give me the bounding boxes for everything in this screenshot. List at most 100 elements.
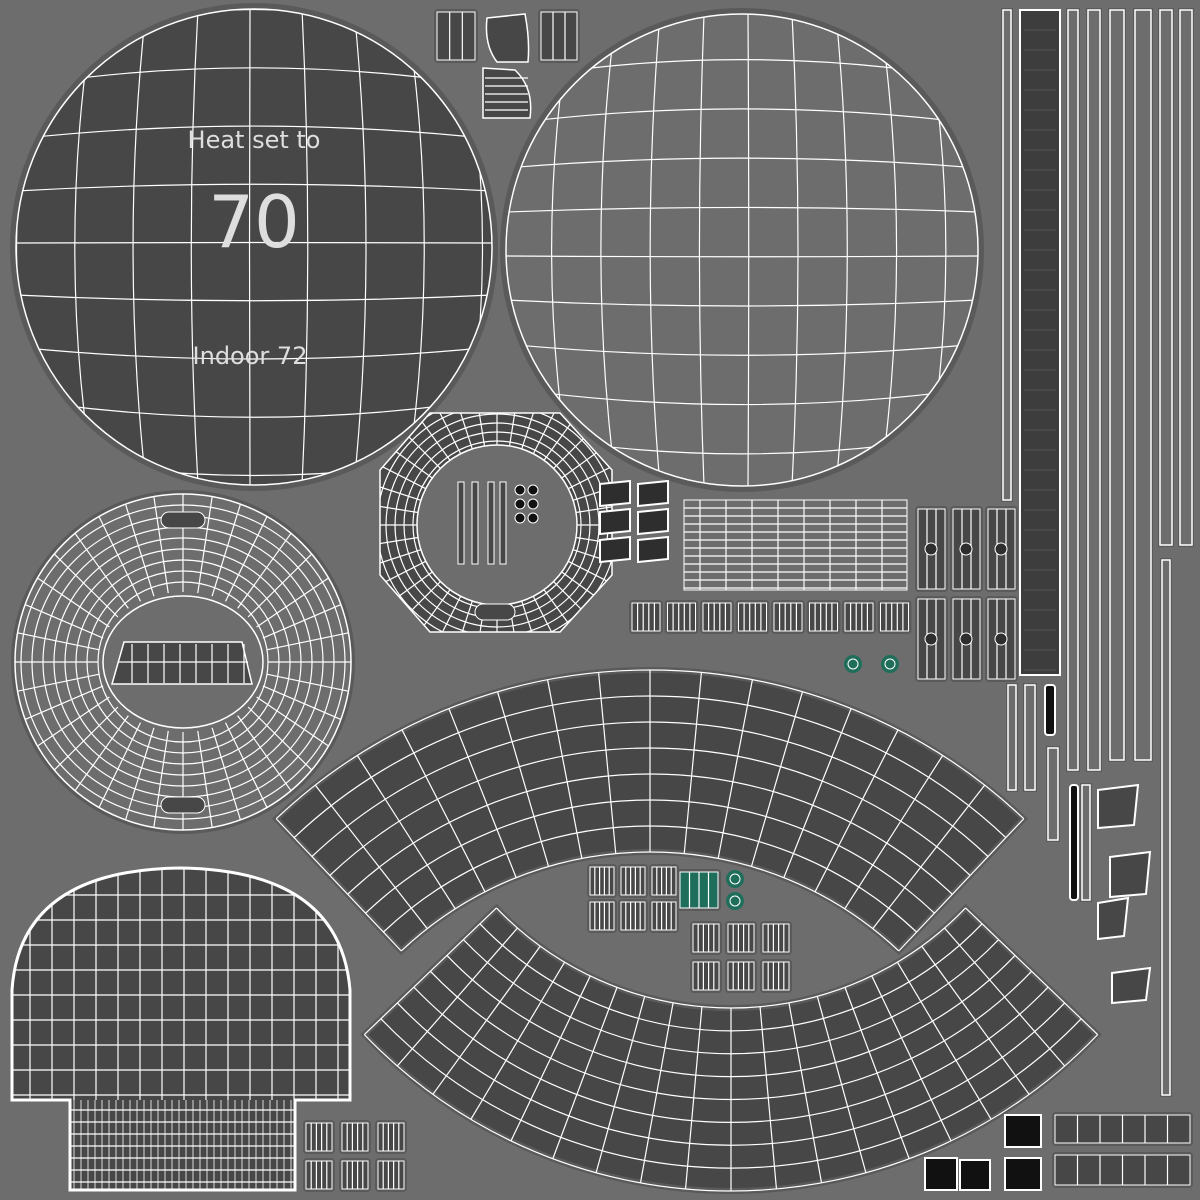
ring-spoke <box>266 632 349 651</box>
grid-spoke <box>944 927 1066 1067</box>
latch-island <box>1004 1114 1042 1148</box>
tile-shell <box>589 901 615 931</box>
grid-spoke <box>448 708 517 878</box>
tile-shell <box>377 1160 405 1190</box>
clip-island <box>482 67 532 119</box>
teal-grille-island <box>677 869 721 911</box>
grid-spoke <box>816 996 867 1173</box>
screw-island <box>514 498 526 510</box>
clip-island <box>485 13 530 63</box>
grid-spoke <box>872 784 986 930</box>
grid-line <box>698 14 705 486</box>
grid-line <box>405 9 425 485</box>
tile-shell <box>738 602 767 632</box>
teal-button-island <box>726 892 744 910</box>
tile-shell <box>762 961 790 991</box>
grid-spoke <box>496 691 550 867</box>
edge-strip-island <box>1052 1152 1193 1188</box>
tile-island <box>649 899 679 933</box>
tile-island <box>339 1158 371 1192</box>
tile-island <box>587 899 617 933</box>
strip-island <box>1002 9 1012 501</box>
grid-spoke <box>717 679 753 859</box>
grid-line <box>600 14 617 486</box>
socket-icon <box>959 542 973 556</box>
strip-island <box>1007 684 1017 791</box>
grid-line <box>16 183 492 192</box>
ring-spoke <box>24 685 104 721</box>
dome-island <box>500 8 984 492</box>
ring-spoke <box>521 413 551 450</box>
tall-strip-island <box>1019 9 1061 676</box>
base-dome-shell <box>10 866 352 1192</box>
tile-island <box>587 864 617 898</box>
grid-spoke <box>275 818 402 952</box>
grid-spoke <box>510 975 591 1142</box>
bracket-island <box>1111 966 1152 1005</box>
strip-island <box>1109 9 1125 761</box>
strip-island <box>1047 747 1059 841</box>
ring-spoke <box>419 413 462 454</box>
ring-spoke <box>237 532 292 609</box>
socket-icon <box>924 632 938 646</box>
grille-island <box>683 499 908 591</box>
grid-arc <box>400 851 900 952</box>
ring-spoke <box>443 600 473 632</box>
grid-line <box>16 398 492 418</box>
ring-spoke <box>380 471 422 501</box>
tile-island <box>725 959 757 993</box>
latch-island <box>1004 1157 1042 1191</box>
ring-spoke <box>211 503 242 597</box>
ring-spoke <box>98 722 142 808</box>
grid-spoke <box>750 691 804 867</box>
ring-spoke <box>396 413 451 461</box>
ring-spoke <box>532 596 575 632</box>
strip-island <box>1024 684 1036 791</box>
strip-island <box>1179 9 1193 546</box>
strip-island <box>1159 9 1173 546</box>
bracket-island <box>1097 896 1130 941</box>
tile-island <box>725 921 757 955</box>
grid-spoke <box>921 945 1030 1095</box>
grid-spoke <box>401 729 486 893</box>
strip-island <box>1161 559 1171 1096</box>
strip-island <box>1134 9 1152 761</box>
tile-shell <box>341 1122 369 1152</box>
grid-line <box>353 9 367 485</box>
grid-spoke <box>783 708 852 878</box>
edge-strip-island <box>1052 1112 1193 1146</box>
tile-shell <box>305 1160 333 1190</box>
button-rim <box>884 658 896 670</box>
grid-spoke <box>314 784 428 930</box>
heat-set-label: Heat set to <box>187 126 321 154</box>
tile-island <box>339 1120 371 1154</box>
tile-island <box>735 600 770 634</box>
tile-shell <box>436 11 476 61</box>
strip-island <box>1087 9 1101 771</box>
grid-spoke <box>639 1002 674 1183</box>
ring-spoke <box>153 730 169 828</box>
ring-spoke <box>74 715 129 792</box>
grid-spoke <box>814 729 899 893</box>
grid-line <box>649 14 661 486</box>
grid-line <box>132 9 147 485</box>
ring-spoke <box>568 447 612 490</box>
bar-island <box>487 481 495 565</box>
socket-icon <box>994 632 1008 646</box>
tile-island <box>303 1120 335 1154</box>
ring-spoke <box>98 516 142 602</box>
tile-shell <box>341 1160 369 1190</box>
tile-shell <box>773 602 803 632</box>
tile-island <box>760 921 792 955</box>
lower-arc-island <box>360 903 1102 1194</box>
tile-shell <box>377 1122 405 1152</box>
ring-spoke <box>37 696 110 747</box>
grid-line <box>190 9 199 485</box>
trapezoid-island <box>111 641 253 685</box>
ring-spoke <box>443 413 473 450</box>
grid-spoke <box>356 755 456 910</box>
tile-island <box>375 1120 407 1154</box>
ring-spoke <box>419 596 462 632</box>
grid-arc <box>495 907 967 1009</box>
